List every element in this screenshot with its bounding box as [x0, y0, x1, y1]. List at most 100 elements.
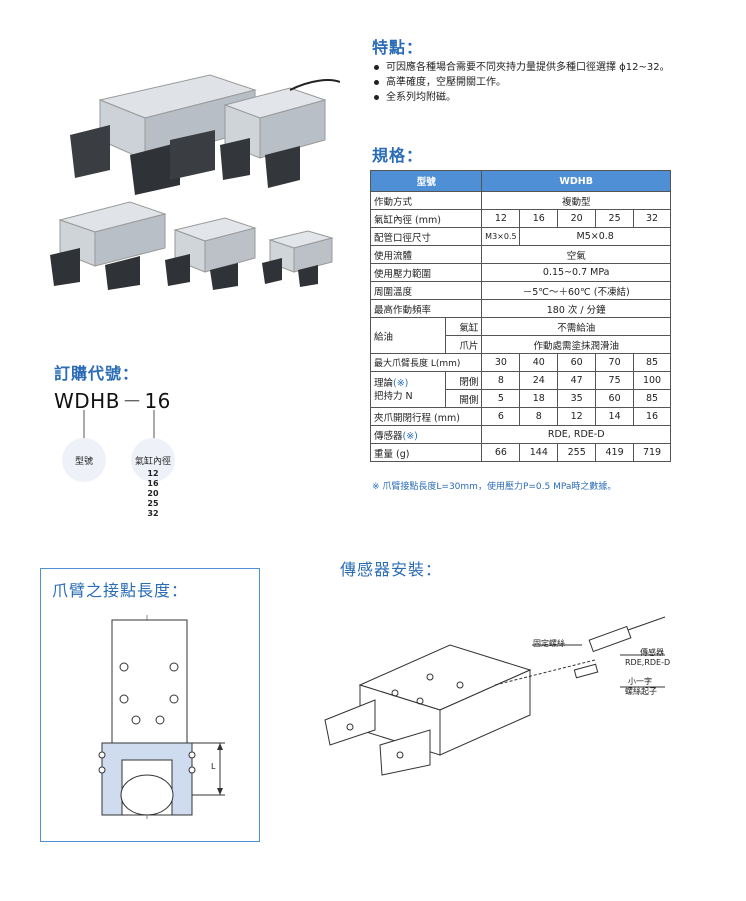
cell: M3×0.5 — [481, 227, 521, 246]
order-type-label: 型號 — [74, 456, 93, 467]
spec-footnote: ※ 爪臂接點長度L=30mm，使用壓力P=0.5 MPa時之數據。 — [372, 482, 617, 492]
cell: 719 — [633, 443, 671, 462]
force-label-a: 理論 — [374, 377, 394, 389]
row-label: 最高作動頻率 — [369, 299, 483, 318]
table-row: 給油 氣缸 不需給油 — [370, 317, 671, 354]
cell: 40 — [519, 353, 559, 372]
row-value: RDE, RDE-D — [481, 425, 671, 444]
cell: 85 — [633, 389, 671, 408]
table-row: 周圍溫度 －5℃～＋60℃ (不凍結) — [369, 281, 671, 300]
fixing-screw-label: 固定螺絲 — [533, 639, 565, 648]
feature-item: 高準確度，空壓開關工作。 — [372, 75, 670, 90]
cell: 419 — [595, 443, 635, 462]
row-value: 180 次 / 分鐘 — [481, 299, 671, 318]
claw-length-drawing — [98, 615, 225, 820]
claw-length-title: 爪臂之接點長度： — [52, 581, 189, 600]
row-value: 不需給油 — [481, 317, 671, 336]
size-option: 25 — [147, 499, 159, 508]
cell: 6 — [481, 407, 521, 426]
cell: 60 — [595, 389, 635, 408]
row-value: 作動處需塗抹潤滑油 — [481, 335, 671, 354]
table-row: 氣缸內徑 (mm) 12 16 20 25 32 — [369, 209, 671, 228]
order-model: WDHB — [54, 389, 120, 413]
row-label: 夾爪開閉行程 (mm) — [369, 407, 483, 426]
cell: 18 — [519, 389, 559, 408]
cell: 30 — [481, 353, 521, 372]
order-dash: － — [121, 389, 143, 413]
spec-table: 型號 WDHB 作動方式 複動型 氣缸內徑 (mm) 12 16 20 25 3… — [369, 170, 671, 462]
table-row: 重量 (g) 66 144 255 419 719 — [369, 443, 671, 462]
table-row: 最高作動頻率 180 次 / 分鐘 — [369, 299, 671, 318]
feature-item: 可因應各種場合需要不同夾持力量提供多種口徑選擇 ϕ12~32。 — [372, 60, 670, 75]
claw-length-panel — [40, 568, 260, 842]
cell: 47 — [557, 371, 597, 390]
row-label: 配管口徑尺寸 — [369, 227, 483, 246]
cell: 8 — [481, 371, 521, 390]
row-label: 作動方式 — [369, 191, 483, 210]
sub-label: 爪片 — [444, 335, 483, 354]
product-photo — [50, 74, 340, 290]
order-size-list: 12 16 20 25 32 — [143, 469, 163, 519]
order-bore-label: 氣缸內徑 — [134, 456, 171, 467]
cell: 12 — [557, 407, 597, 426]
table-row: 作動方式 複動型 — [369, 191, 671, 210]
sensor-model-label: RDE,RDE-D — [625, 658, 671, 667]
sub-label: 閉側 — [444, 371, 483, 390]
order-size: 16 — [144, 389, 171, 413]
cell: 60 — [557, 353, 597, 372]
row-label: 使用流體 — [369, 245, 483, 264]
header-type-label: 型號 — [369, 170, 483, 192]
driver-label-1: 小一字 — [628, 677, 652, 686]
features-title: 特點： — [372, 38, 424, 57]
sub-label: 開側 — [444, 389, 483, 408]
cell: 16 — [519, 209, 559, 228]
row-value: 0.15~0.7 MPa — [481, 263, 671, 282]
table-row: 傳感器(※) RDE, RDE-D — [369, 425, 671, 444]
size-option: 32 — [147, 509, 159, 518]
cell: 16 — [633, 407, 671, 426]
cell: 8 — [519, 407, 559, 426]
sensor-label-text: 傳感器 — [374, 430, 403, 442]
cell: 20 — [557, 209, 597, 228]
features-list: 可因應各種場合需要不同夾持力量提供多種口徑選擇 ϕ12~32。 高準確度，空壓開… — [372, 60, 670, 105]
cell: 70 — [595, 353, 635, 372]
order-bore-bubble: 氣缸內徑 — [131, 438, 175, 482]
table-row: 型號 WDHB — [369, 170, 671, 192]
order-type-bubble: 型號 — [62, 438, 106, 482]
force-label: 理論(※) 把持力 N — [370, 371, 446, 408]
cell: 25 — [595, 209, 635, 228]
cell: 5 — [481, 389, 521, 408]
order-title: 訂購代號： — [54, 364, 140, 383]
force-label-b: 把持力 N — [374, 390, 413, 402]
table-row: 最大爪臂長度 L(mm) 30 40 60 70 85 — [369, 353, 671, 372]
cell: 24 — [519, 371, 559, 390]
cell: 66 — [481, 443, 521, 462]
gripper-small-left — [50, 201, 167, 290]
row-value: 複動型 — [481, 191, 671, 210]
row-value: M5×0.8 — [519, 227, 671, 246]
cell: 32 — [633, 209, 671, 228]
cell: 255 — [557, 443, 597, 462]
table-row: 配管口徑尺寸 M3×0.5 M5×0.8 — [369, 227, 671, 246]
cell: 14 — [595, 407, 635, 426]
table-row: 使用流體 空氣 — [369, 245, 671, 264]
spec-title: 規格： — [372, 146, 424, 165]
row-label: 給油 — [370, 317, 446, 354]
size-option: 12 — [147, 469, 159, 478]
row-value: 空氣 — [481, 245, 671, 264]
table-row: 理論(※) 把持力 N 閉側 8 24 47 75 100 — [370, 371, 671, 408]
cell: 144 — [519, 443, 559, 462]
claw-dim-label: L — [211, 762, 216, 771]
feature-item: 全系列均附磁。 — [372, 90, 670, 105]
table-row: 開側 5 18 35 60 85 — [371, 389, 671, 408]
force-mark: (※) — [393, 377, 409, 389]
row-label: 使用壓力範圍 — [369, 263, 483, 282]
table-row: 夾爪開閉行程 (mm) 6 8 12 14 16 — [369, 407, 671, 426]
gripper-medium — [220, 79, 340, 188]
gripper-smallest — [262, 230, 334, 287]
table-row: 使用壓力範圍 0.15~0.7 MPa — [369, 263, 671, 282]
cell: 75 — [595, 371, 635, 390]
gripper-small-mid — [165, 217, 257, 290]
order-connectors — [83, 410, 155, 442]
row-label: 氣缸內徑 (mm) — [369, 209, 483, 228]
